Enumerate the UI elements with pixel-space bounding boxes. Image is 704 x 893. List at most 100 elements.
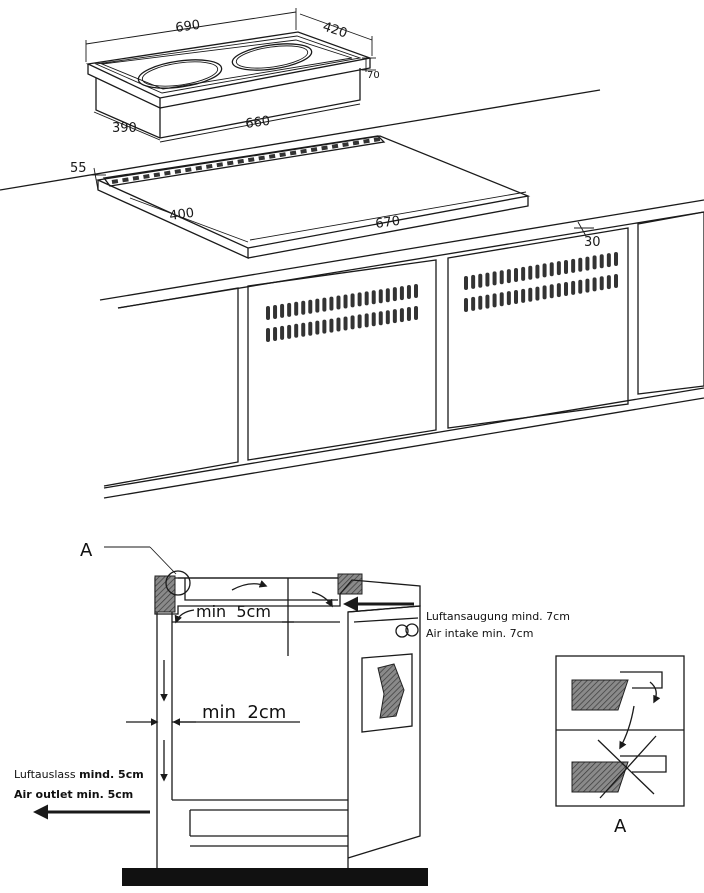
- burner-left: [137, 59, 223, 89]
- cabinet-slot: [378, 311, 383, 326]
- cabinet-slot: [542, 285, 547, 300]
- cabinet-slot: [578, 279, 583, 294]
- cabinet-slot: [392, 287, 397, 302]
- cabinet-slot: [492, 271, 497, 286]
- cabinet-slot: [599, 254, 604, 269]
- cabinet-slot: [371, 312, 376, 327]
- cabinet-slot: [564, 282, 568, 296]
- vent-slot: [143, 174, 150, 179]
- cabinet-slot: [606, 275, 611, 290]
- countertop-cutout-depth-label: 400: [168, 206, 195, 224]
- cabinet-slot: [485, 294, 490, 309]
- cabinet-slot: [308, 321, 313, 336]
- cabinet-slot: [336, 295, 341, 310]
- air-outlet-de-label: Luftauslass mind. 5cm: [14, 768, 144, 781]
- vent-slot: [153, 172, 161, 178]
- cabinet-slot: [336, 317, 341, 332]
- hob-cutout-width-label: 660: [244, 114, 271, 132]
- air-outlet-en-label: Air outlet min. 5cm: [14, 788, 133, 801]
- vent-slot: [289, 150, 297, 156]
- callout-a-top: A: [80, 540, 93, 561]
- detail-a: A: [555, 655, 685, 837]
- cabinet-slot: [478, 295, 483, 310]
- vent-slot: [373, 137, 381, 142]
- cabinet-slot: [599, 276, 604, 291]
- vent-slot: [310, 147, 318, 153]
- cabinet-slot: [592, 255, 597, 270]
- cabinet-slot: [301, 300, 306, 315]
- cabinet-slot: [273, 304, 278, 319]
- countertop-rear-offset-label: 30: [584, 235, 601, 250]
- vent-slot: [132, 175, 140, 181]
- air-outlet-de-bold: mind. 5cm: [79, 768, 144, 781]
- cabinet-slot: [571, 258, 576, 273]
- vent-slot: [279, 152, 286, 158]
- cabinet-slot: [464, 298, 468, 312]
- cabinet-slot: [556, 283, 561, 298]
- cabinet-slot: [485, 272, 490, 287]
- vent-slot: [185, 167, 192, 173]
- cabinet-slot: [308, 299, 313, 314]
- vent-slot: [258, 155, 265, 161]
- vent-slot: [174, 169, 182, 174]
- cabinet-slot: [350, 293, 355, 308]
- cabinet-slot: [287, 324, 292, 339]
- cabinet-slot: [499, 270, 504, 285]
- vent-slot: [122, 177, 129, 183]
- cabinet-slot: [528, 265, 533, 280]
- cabinet-slot: [592, 277, 597, 292]
- countertop-drawing: 55 400 670 30: [0, 89, 704, 301]
- vent-slot: [363, 138, 370, 144]
- cabinet-slot: [585, 256, 590, 271]
- cabinet-slot: [280, 303, 285, 318]
- cabinet-slot: [471, 274, 476, 289]
- cabinet-slot: [578, 257, 583, 272]
- cabinet-slot: [406, 285, 411, 300]
- burner-right: [231, 43, 313, 71]
- cabinet-slot: [315, 320, 320, 335]
- cabinet-slot: [614, 274, 618, 288]
- cabinet-slot: [506, 269, 511, 284]
- cabinet-slot: [492, 293, 497, 308]
- vent-slot: [300, 148, 307, 154]
- cabinet-slot: [273, 326, 278, 341]
- vent-slot: [247, 157, 255, 163]
- cabinet-slot: [294, 323, 299, 338]
- cabinet-slot: [614, 252, 618, 266]
- vent-slot: [352, 140, 360, 146]
- hob-width-label: 690: [174, 18, 201, 36]
- floor: [122, 868, 428, 886]
- cabinet-slot: [280, 325, 285, 340]
- hob-drawing: 690 420 70 390 660: [85, 8, 380, 143]
- cabinet-slot: [514, 268, 518, 282]
- cabinet-slot: [357, 314, 362, 329]
- cabinet-slot: [606, 253, 611, 268]
- cabinet-slot: [564, 260, 568, 274]
- vent-slot: [331, 143, 339, 149]
- cabinet-slot: [464, 276, 468, 290]
- air-intake-en-label: Air intake min. 7cm: [426, 627, 533, 640]
- cabinet-slot: [499, 292, 504, 307]
- vent-slot: [206, 163, 213, 169]
- countertop-front-offset-label: 55: [70, 161, 87, 176]
- min-gap-top-label: min 5cm: [196, 602, 271, 621]
- cabinet-slot: [329, 318, 334, 333]
- cabinet-slot: [542, 263, 547, 278]
- cabinet-slot: [528, 287, 533, 302]
- air-outlet-de-prefix: Luftauslass: [14, 768, 79, 781]
- cabinet-slot: [478, 273, 483, 288]
- cabinet-slot: [329, 296, 334, 311]
- min-gap-side-label: min 2cm: [202, 702, 286, 723]
- cabinet-slot: [364, 313, 369, 328]
- cabinet-slot: [414, 284, 418, 298]
- cabinet-slot: [322, 297, 327, 312]
- cabinet-slot: [414, 306, 418, 320]
- cabinet-slot: [399, 286, 404, 301]
- cabinet-slot: [521, 288, 526, 303]
- cabinet-slot: [378, 289, 383, 304]
- hob-thickness-label: 70: [367, 70, 380, 81]
- cabinet-slot: [556, 261, 561, 276]
- cabinet-slot: [549, 284, 554, 299]
- vent-slot: [164, 170, 171, 176]
- countertop-vent-strip: [111, 137, 381, 184]
